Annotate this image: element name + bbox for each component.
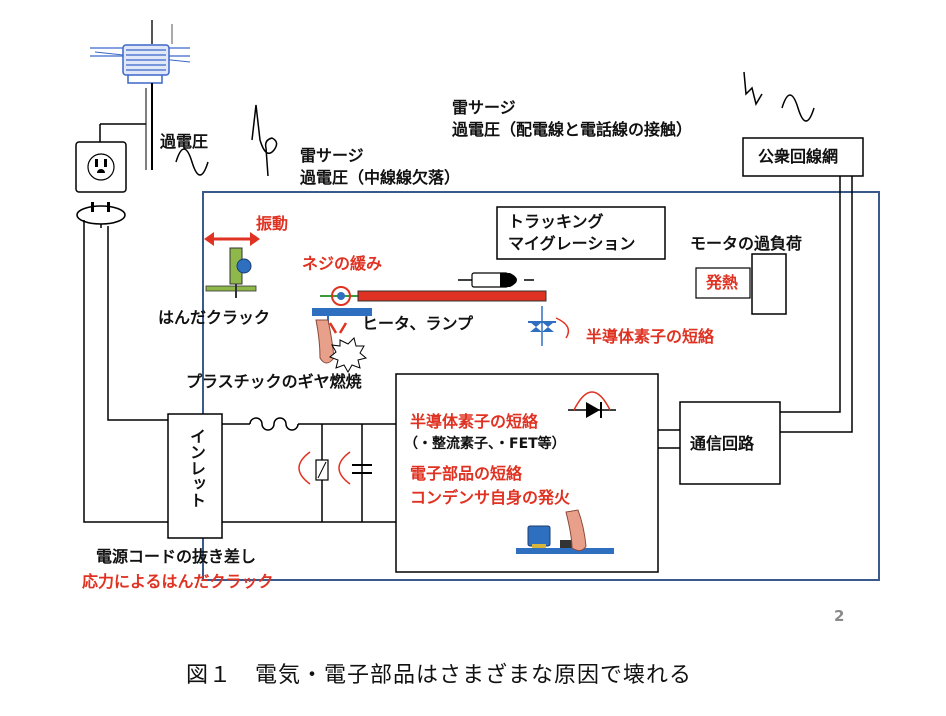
capacitor-symbols bbox=[298, 451, 372, 485]
label-lightning-top-sub: 過電圧（配電線と電話線の接触） bbox=[452, 120, 693, 139]
public-network-box bbox=[742, 137, 864, 177]
heat-box bbox=[695, 267, 751, 299]
label-stress-crack: 応力によるはんだクラック bbox=[82, 572, 274, 591]
box-connections bbox=[658, 429, 680, 449]
fire-burst-icon bbox=[329, 337, 368, 374]
pcb-components-icon bbox=[516, 509, 614, 554]
finger-left-icon bbox=[315, 319, 335, 364]
label-comm-circuit: 通信回路 bbox=[690, 434, 755, 453]
label-vibration: 振動 bbox=[256, 214, 289, 233]
label-heat: 発熱 bbox=[706, 273, 739, 292]
page-number: 2 bbox=[834, 607, 845, 625]
surge-spike-left bbox=[251, 104, 278, 177]
label-motor-overload: モータの過負荷 bbox=[690, 234, 803, 253]
appliance-frame bbox=[202, 191, 880, 581]
sine-wave-left bbox=[175, 148, 209, 176]
motor-box bbox=[751, 253, 787, 315]
power-cord bbox=[83, 220, 168, 523]
label-inlet: インレット bbox=[187, 428, 206, 508]
label-public-network: 公衆回線網 bbox=[758, 147, 839, 166]
diode-symbol-icon bbox=[568, 391, 616, 418]
label-electronic-short: 電子部品の短絡 bbox=[410, 464, 523, 483]
comm-circuit-box bbox=[679, 401, 781, 485]
network-lines bbox=[780, 176, 853, 433]
label-tracking: トラッキング bbox=[508, 212, 604, 231]
label-capacitor-fire: コンデンサ自身の発火 bbox=[410, 488, 571, 507]
plug-icon bbox=[76, 202, 126, 228]
transformer-icon bbox=[90, 20, 191, 170]
inlet-box bbox=[167, 413, 223, 539]
label-lightning-top: 雷サージ bbox=[452, 98, 516, 117]
label-loose-screw: ネジの緩み bbox=[302, 254, 383, 273]
figure-caption: 図１ 電気・電子部品はさまざまな原因で壊れる bbox=[186, 663, 693, 688]
surge-spike-right bbox=[743, 71, 815, 122]
label-lightning-left: 雷サージ bbox=[300, 146, 364, 165]
label-heater-lamp: ヒータ、ランプ bbox=[362, 314, 474, 333]
electronics-box bbox=[395, 373, 659, 573]
diode-component-icon bbox=[458, 272, 534, 288]
label-semi-short-box-sub: （・整流素子、・FET等） bbox=[404, 436, 566, 452]
wall-outlet-icon bbox=[75, 123, 146, 193]
label-overvoltage: 過電圧 bbox=[160, 132, 209, 151]
heater-lamp-icon bbox=[312, 286, 547, 334]
solder-crack-icon bbox=[205, 247, 257, 298]
label-semi-short-right: 半導体素子の短絡 bbox=[586, 327, 715, 346]
internal-wiring bbox=[222, 417, 396, 523]
label-lightning-left-sub: 過電圧（中線線欠落） bbox=[300, 168, 461, 187]
semiconductor-triac-icon bbox=[528, 306, 570, 346]
label-solder-crack: はんだクラック bbox=[158, 308, 271, 327]
label-plastic-gear: プラスチックのギヤ燃焼 bbox=[186, 372, 362, 391]
tracking-box bbox=[496, 206, 666, 260]
vibration-arrow bbox=[204, 232, 260, 246]
label-semi-short-box: 半導体素子の短絡 bbox=[410, 412, 539, 431]
label-cord-plug: 電源コードの抜き差し bbox=[96, 547, 257, 566]
label-migration: マイグレーション bbox=[508, 234, 636, 253]
